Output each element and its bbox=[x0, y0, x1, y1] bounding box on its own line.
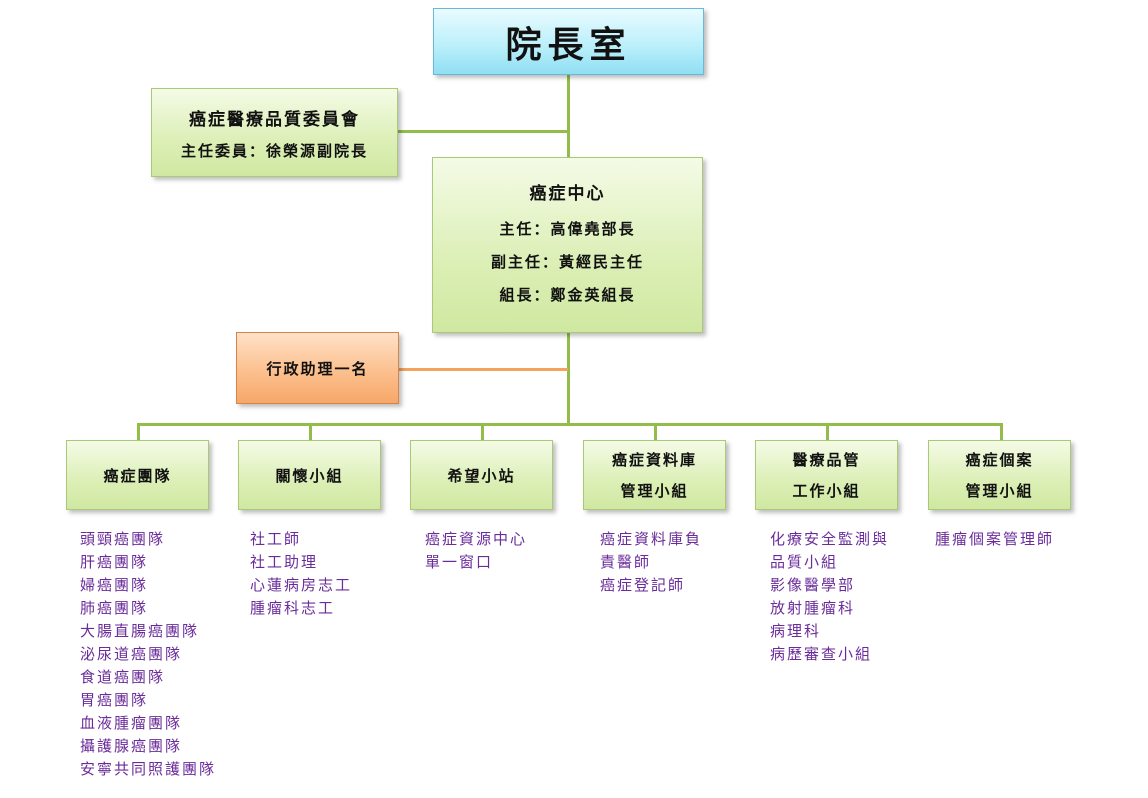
list-item: 血液腫瘤團隊 bbox=[80, 714, 183, 732]
connector-assistant bbox=[398, 368, 568, 371]
group-label-line-1: 醫療品管 bbox=[792, 451, 861, 469]
list-item: 病歷審查小組 bbox=[770, 645, 873, 663]
group-label: 癌症團隊 bbox=[103, 466, 172, 485]
group-label: 關懷小組 bbox=[275, 466, 344, 485]
group-box-cancer-teams: 癌症團隊 bbox=[66, 440, 209, 510]
group-label-line-2: 工作小組 bbox=[792, 482, 861, 500]
group-list-hope-station: 癌症資源中心 單一窗口 bbox=[425, 528, 527, 574]
president-office-box: 院長室 bbox=[433, 8, 704, 75]
cancer-center-leader: 組長：鄭金英組長 bbox=[499, 286, 636, 304]
cancer-center-name: 癌症中心 bbox=[529, 184, 606, 204]
connector-horizontal-bus bbox=[137, 423, 1003, 426]
group-list-case-management: 腫瘤個案管理師 bbox=[935, 528, 1054, 551]
list-item: 頭頸癌團隊 bbox=[80, 530, 166, 548]
list-item: 社工助理 bbox=[250, 553, 319, 571]
list-item: 攝護腺癌團隊 bbox=[80, 737, 183, 755]
list-item: 社工師 bbox=[250, 530, 302, 548]
connector-drop-3 bbox=[481, 423, 484, 440]
connector-committee bbox=[398, 130, 569, 133]
list-item: 安寧共同照護團隊 bbox=[80, 760, 217, 778]
list-item: 化療安全監測與 bbox=[770, 530, 890, 548]
connector-drop-1 bbox=[137, 423, 140, 440]
group-list-quality: 化療安全監測與 品質小組 影像醫學部 放射腫瘤科 病理科 病歷審查小組 bbox=[770, 528, 889, 666]
group-box-hope-station: 希望小站 bbox=[410, 440, 553, 510]
list-item: 影像醫學部 bbox=[770, 576, 856, 594]
list-item: 泌尿道癌團隊 bbox=[80, 645, 183, 663]
list-item: 病理科 bbox=[770, 622, 822, 640]
list-item: 大腸直腸癌團隊 bbox=[80, 622, 200, 640]
group-box-case-management: 癌症個案 管理小組 bbox=[928, 440, 1071, 510]
list-item: 肺癌團隊 bbox=[80, 599, 149, 617]
group-list-database: 癌症資料庫負 責醫師 癌症登記師 bbox=[600, 528, 702, 597]
group-label-line-2: 管理小組 bbox=[965, 482, 1034, 500]
connector-drop-5 bbox=[826, 423, 829, 440]
list-item: 胃癌團隊 bbox=[80, 691, 149, 709]
list-item: 放射腫瘤科 bbox=[770, 599, 856, 617]
group-label-line-2: 管理小組 bbox=[620, 482, 689, 500]
list-item: 心蓮病房志工 bbox=[250, 576, 353, 594]
group-label: 希望小站 bbox=[447, 466, 516, 485]
list-item: 責醫師 bbox=[600, 553, 652, 571]
list-item: 癌症資源中心 bbox=[425, 530, 528, 548]
group-box-quality: 醫療品管 工作小組 bbox=[755, 440, 898, 510]
admin-assistant-label: 行政助理一名 bbox=[266, 359, 369, 378]
connector-top-vertical bbox=[567, 75, 570, 157]
group-box-database: 癌症資料庫 管理小組 bbox=[583, 440, 726, 510]
list-item: 食道癌團隊 bbox=[80, 668, 166, 686]
committee-chair: 主任委員：徐榮源副院長 bbox=[180, 141, 368, 160]
connector-drop-6 bbox=[1000, 423, 1003, 440]
list-item: 腫瘤科志工 bbox=[250, 599, 336, 617]
list-item: 品質小組 bbox=[770, 553, 839, 571]
list-item: 單一窗口 bbox=[425, 553, 494, 571]
admin-assistant-box: 行政助理一名 bbox=[236, 332, 399, 404]
president-office-title: 院長室 bbox=[505, 23, 632, 66]
list-item: 婦癌團隊 bbox=[80, 576, 149, 594]
committee-name: 癌症醫療品質委員會 bbox=[189, 109, 360, 130]
list-item: 腫瘤個案管理師 bbox=[935, 530, 1055, 548]
list-item: 肝癌團隊 bbox=[80, 553, 149, 571]
committee-box: 癌症醫療品質委員會 主任委員：徐榮源副院長 bbox=[151, 88, 398, 177]
group-list-cancer-teams: 頭頸癌團隊 肝癌團隊 婦癌團隊 肺癌團隊 大腸直腸癌團隊 泌尿道癌團隊 食道癌團… bbox=[80, 528, 216, 781]
group-box-care: 關懷小組 bbox=[238, 440, 381, 510]
cancer-center-deputy: 副主任：黃經民主任 bbox=[490, 253, 644, 271]
group-label-line-1: 癌症資料庫 bbox=[611, 451, 697, 469]
cancer-center-box: 癌症中心 主任：高偉堯部長 副主任：黃經民主任 組長：鄭金英組長 bbox=[432, 157, 703, 333]
connector-center-vertical bbox=[567, 333, 570, 425]
cancer-center-director: 主任：高偉堯部長 bbox=[499, 220, 636, 238]
group-label-line-1: 癌症個案 bbox=[965, 451, 1034, 469]
list-item: 癌症登記師 bbox=[600, 576, 686, 594]
connector-drop-4 bbox=[654, 423, 657, 440]
list-item: 癌症資料庫負 bbox=[600, 530, 703, 548]
group-list-care: 社工師 社工助理 心蓮病房志工 腫瘤科志工 bbox=[250, 528, 352, 620]
connector-drop-2 bbox=[309, 423, 312, 440]
